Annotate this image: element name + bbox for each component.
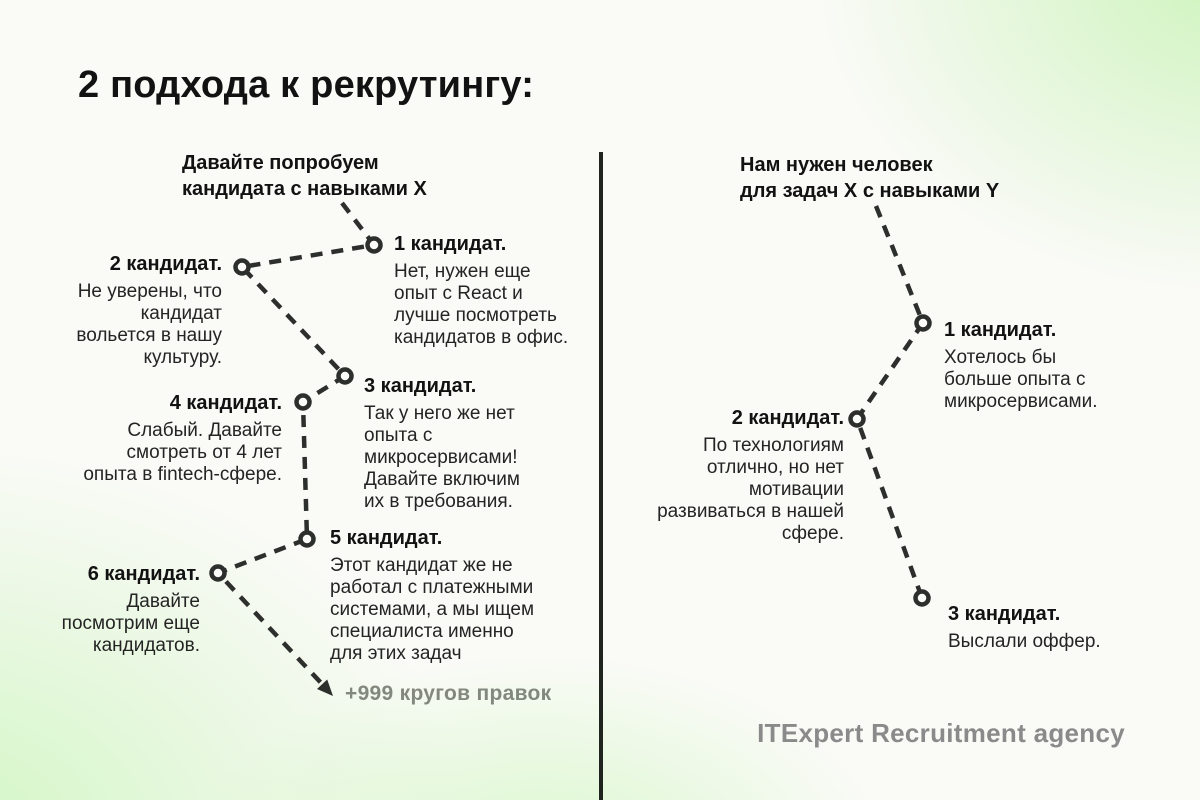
candidate-label: 3 кандидат. [948, 603, 1061, 625]
right-candidate-1: 1 кандидат. Хотелось бы больше опыта с м… [944, 318, 1159, 413]
agency-signature: ITExpert Recruitment agency [757, 718, 1125, 748]
left-candidate-4: 4 кандидат. Слабый. Давайте смотреть от … [57, 391, 282, 486]
right-candidate-3: 3 кандидат. Выслали оффер. [948, 602, 1168, 653]
left-candidate-3: 3 кандидат. Так у него же нет опыта с ми… [364, 374, 564, 513]
candidate-comment: Давайте посмотрим еще кандидатов. [61, 591, 200, 656]
path-node-icon [209, 564, 227, 582]
candidate-comment: Не уверены, что кандидат вольется в нашу… [76, 281, 222, 368]
candidate-label: 2 кандидат. [731, 407, 844, 429]
right-approach-header: Нам нужен человек для задач X с навыками… [740, 154, 1000, 202]
left-approach-header: Давайте попробуем кандидата с навыками X [182, 152, 427, 200]
path-node-icon [233, 258, 251, 276]
candidate-comment: Этот кандидат же не работал с платежными… [330, 555, 535, 664]
left-candidate-5: 5 кандидат. Этот кандидат же не работал … [330, 526, 570, 665]
left-candidate-2: 2 кандидат. Не уверены, что кандидат вол… [32, 252, 222, 369]
right-dashed-path [854, 205, 926, 599]
candidate-comment: Нет, нужен еще опыт с React и лучше посм… [394, 261, 569, 348]
path-node-icon [294, 393, 312, 411]
candidate-label: 6 кандидат. [87, 563, 200, 585]
candidate-label: 1 кандидат. [394, 233, 507, 255]
left-candidate-6: 6 кандидат. Давайте посмотрим еще кандид… [28, 562, 200, 657]
candidate-label: 4 кандидат. [169, 392, 282, 414]
candidate-comment: По технологиям отлично, но нет мотивации… [657, 435, 844, 544]
right-candidate-2: 2 кандидат. По технологиям отлично, но н… [640, 406, 844, 545]
path-node-icon [848, 410, 866, 428]
path-node-icon [298, 530, 316, 548]
candidate-comment: Так у него же нет опыта с микросервисами… [364, 403, 520, 512]
candidate-comment: Выслали оффер. [948, 631, 1101, 652]
path-node-icon [913, 589, 931, 607]
path-node-icon [365, 236, 383, 254]
path-node-icon [914, 314, 932, 332]
candidate-label: 3 кандидат. [364, 375, 477, 397]
divider [599, 152, 603, 800]
candidate-label: 5 кандидат. [330, 527, 443, 549]
arrow-icon [317, 679, 333, 696]
left-candidate-1: 1 кандидат. Нет, нужен еще опыт с React … [394, 232, 589, 349]
candidate-label: 1 кандидат. [944, 319, 1057, 341]
right-path [848, 205, 932, 607]
candidate-label: 2 кандидат. [109, 253, 222, 275]
path-node-icon [336, 367, 354, 385]
candidate-comment: Слабый. Давайте смотреть от 4 лет опыта … [83, 420, 282, 485]
left-outcome-text: +999 кругов правок [345, 682, 552, 705]
page-title: 2 подхода к рекрутингу: [78, 64, 535, 106]
candidate-comment: Хотелось бы больше опыта с микросервисам… [944, 347, 1098, 412]
